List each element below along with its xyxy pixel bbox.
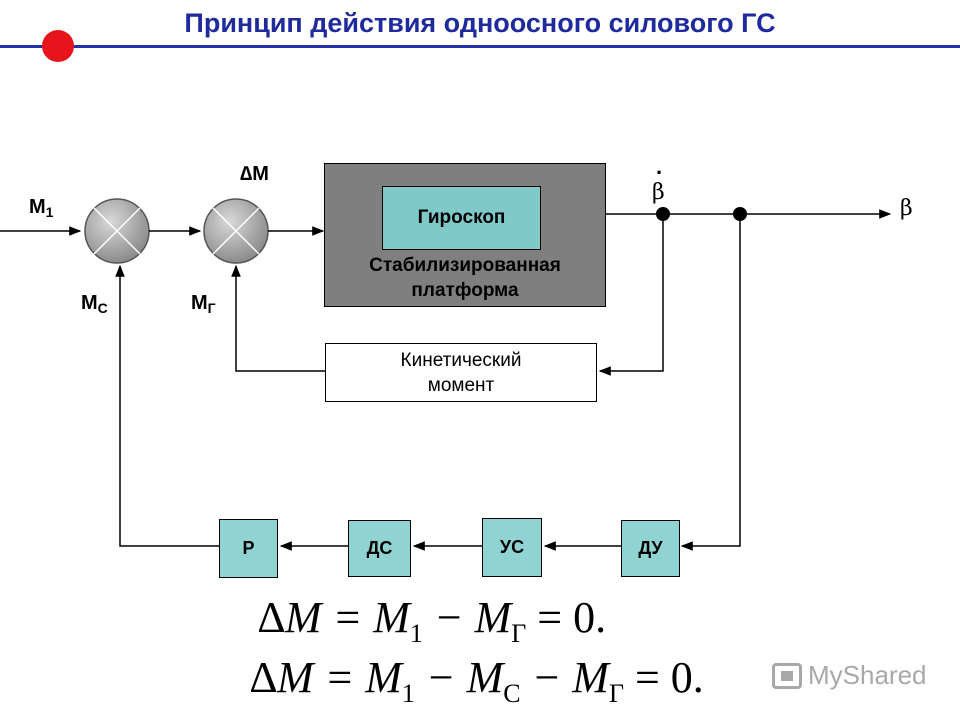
label-beta-output: β	[900, 196, 913, 221]
platform-label-line2: платформа	[411, 280, 519, 301]
kinetic-label-line2: момент	[427, 374, 495, 396]
label-mg: MГ	[191, 292, 216, 316]
watermark: MyShared	[772, 660, 927, 691]
platform-label: Стабилизированная платформа	[324, 253, 606, 303]
gyroscope-block: Гироскоп	[382, 186, 541, 250]
block-ds: ДС	[348, 520, 411, 577]
equation-1: ∆M = M1 − MГ = 0.	[258, 593, 607, 648]
watermark-text: MyShared	[808, 660, 927, 690]
label-mc: MC	[81, 292, 108, 316]
label-beta-dot: β	[652, 180, 665, 205]
summing-junction-2	[203, 198, 269, 264]
label-m1: M1	[29, 196, 54, 220]
feedback-kinetic-to-summer2	[231, 264, 325, 372]
monitor-icon	[772, 662, 802, 689]
feedback-to-du	[680, 214, 741, 551]
kinetic-moment-block: Кинетический момент	[325, 343, 597, 402]
page-title: Принцип действия одноосного силового ГС	[184, 8, 776, 38]
feedback-to-kinetic	[598, 214, 664, 376]
red-bullet	[42, 30, 74, 62]
summing-junction-1	[84, 198, 150, 264]
block-us: УС	[482, 518, 542, 577]
label-delta-m: ∆M	[240, 163, 269, 185]
block-du: ДУ	[621, 520, 680, 577]
block-p: Р	[219, 519, 278, 578]
label-beta-dot-mark: .	[656, 154, 663, 179]
feedback-p-to-summer1	[115, 264, 219, 547]
equation-2: ∆M = M1 − MC − MГ = 0.	[250, 653, 704, 708]
title-underline	[0, 45, 960, 48]
kinetic-label-line1: Кинетический	[400, 349, 522, 371]
platform-label-line1: Стабилизированная	[369, 255, 561, 276]
